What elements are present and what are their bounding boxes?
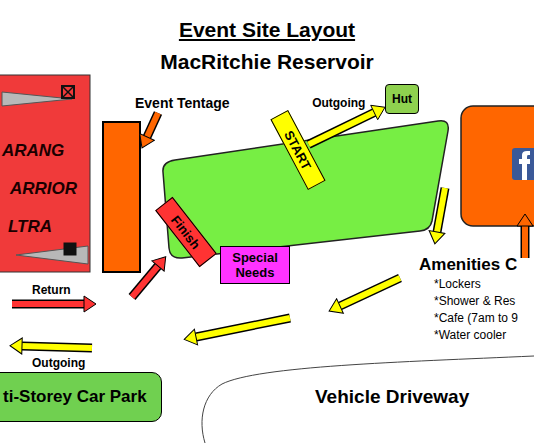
arrow-shaft (309, 112, 375, 144)
page-title: Event Site Layout (0, 18, 534, 42)
spear-guard (62, 86, 74, 98)
route-arrow (147, 113, 158, 137)
area-label: Amenities C (419, 255, 517, 275)
node-text: ti-Storey Car Park (3, 387, 147, 407)
route-arrow (132, 266, 158, 297)
node-text: ARANG (2, 141, 64, 161)
start-marker: START (270, 110, 325, 190)
special-needs-box: Special Needs (220, 246, 290, 284)
driveway-edge (202, 356, 534, 443)
route-label: Outgoing (32, 356, 85, 370)
route-arrow (340, 278, 400, 306)
amenity-item: *Cafe (7am to 9 (434, 311, 518, 325)
arrow-outline (309, 112, 375, 144)
finish-marker: Finish (155, 197, 217, 267)
race-banner (0, 75, 90, 272)
node-text: START (281, 128, 314, 172)
start-area (163, 121, 448, 258)
route-arrow (22, 346, 92, 348)
node-text: Special Needs (223, 250, 287, 280)
amenity-item: *Lockers (434, 277, 481, 291)
route-arrow (437, 188, 445, 232)
facebook-icon (519, 151, 530, 180)
area-label: Event Tentage (135, 95, 230, 111)
page-subtitle: MacRitchie Reservoir (0, 50, 534, 74)
route-arrow (309, 105, 385, 144)
spear-guard (62, 86, 74, 98)
node-text: Finish (168, 212, 203, 251)
node-text: ARRIOR (10, 179, 77, 199)
event-tentage (103, 122, 140, 272)
hut-box: Hut (385, 84, 419, 114)
car-park-box: ti-Storey Car Park (0, 372, 162, 422)
route-arrow (12, 304, 84, 305)
amenity-item: *Water cooler (434, 328, 506, 342)
amenities-building (461, 106, 534, 226)
spear-symbol (16, 246, 88, 264)
node-text: LTRA (8, 217, 52, 237)
arrow-head (371, 105, 385, 119)
area-label: Vehicle Driveway (315, 386, 469, 408)
route-label: Return (32, 283, 71, 297)
route-arrow (525, 226, 526, 258)
spear-guard (62, 86, 74, 98)
node-text: Hut (392, 92, 412, 106)
amenity-item: *Shower & Res (434, 294, 515, 308)
edge-label: Outgoing (311, 96, 366, 110)
race-banner: ARANG ARRIOR LTRA (0, 75, 90, 272)
route-arrow (196, 318, 290, 337)
facebook-icon (512, 148, 534, 180)
spear-guard (64, 243, 76, 255)
